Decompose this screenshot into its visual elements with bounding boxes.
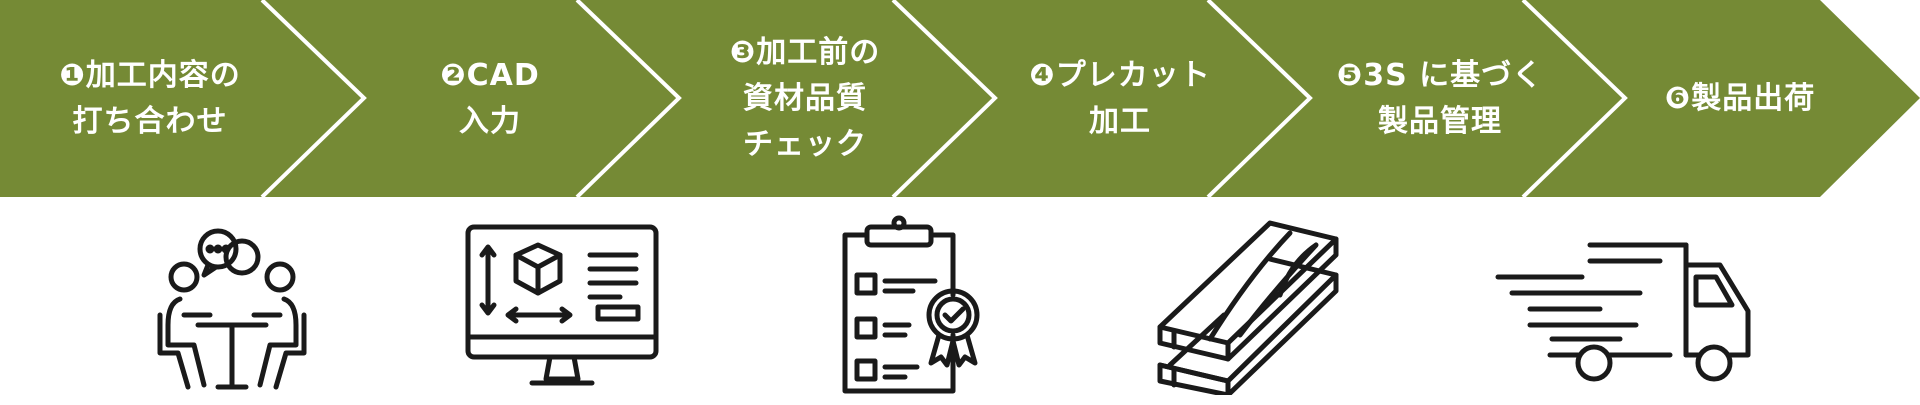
chevron-divider-1 — [260, 0, 367, 197]
delivery-truck-icon — [1490, 215, 1760, 395]
process-flow-banner — [0, 0, 1920, 197]
step-2-text: ❷CAD 入力 — [440, 57, 540, 139]
step-3-text: ❸加工前の 資材品質 チェック — [729, 34, 881, 162]
step-6-label: ❻製品出荷 — [1610, 0, 1870, 197]
banner-background — [0, 0, 1920, 197]
meeting-icon — [120, 215, 320, 395]
chevron-divider-3 — [891, 0, 998, 197]
step-4-label: ❹プレカット 加工 — [970, 0, 1270, 197]
step-3-label: ❸加工前の 資材品質 チェック — [655, 0, 955, 197]
cad-monitor-icon — [460, 215, 660, 395]
lumber-icon — [1140, 215, 1340, 398]
step-6-text: ❻製品出荷 — [1664, 80, 1816, 116]
step-1-label: ❶加工内容の 打ち合わせ — [0, 0, 300, 197]
chevron-divider-5 — [1521, 0, 1628, 197]
step-5-label: ❺3S に基づく 製品管理 — [1285, 0, 1595, 197]
chevron-divider-2 — [575, 0, 682, 197]
quality-checklist-icon — [805, 215, 1005, 395]
step-1-text: ❶加工内容の 打ち合わせ — [59, 57, 241, 139]
chevron-divider-4 — [1206, 0, 1313, 197]
step-4-text: ❹プレカット 加工 — [1029, 57, 1211, 139]
step-2-label: ❷CAD 入力 — [340, 0, 640, 197]
step-5-text: ❺3S に基づく 製品管理 — [1336, 57, 1544, 139]
